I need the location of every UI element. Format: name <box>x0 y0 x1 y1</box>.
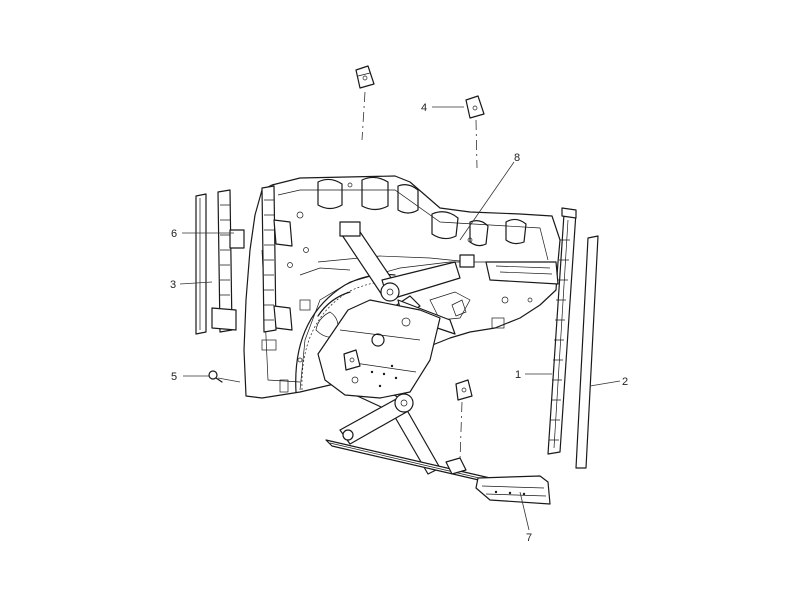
left-guide-strip <box>195 193 207 335</box>
callout-7: 7 <box>526 532 532 544</box>
callout-4: 4 <box>421 102 427 114</box>
leader-5 <box>183 375 241 383</box>
callout-2: 2 <box>622 376 628 388</box>
clip-lower-right <box>455 379 473 401</box>
callout-5: 5 <box>171 371 177 383</box>
right-guide-rail <box>547 207 577 455</box>
clip-top-right <box>465 95 485 119</box>
clip-top-left <box>355 65 375 89</box>
screw <box>208 370 223 383</box>
right-seal-strip <box>575 235 599 469</box>
left-guide-rail <box>211 189 245 333</box>
regulator-arms <box>317 221 475 475</box>
callout-8: 8 <box>514 152 520 164</box>
callout-6: 6 <box>171 228 177 240</box>
centerline-clip-top-left <box>361 91 366 141</box>
leader-7 <box>519 491 530 531</box>
callout-3: 3 <box>170 279 176 291</box>
leader-2 <box>589 380 621 387</box>
centerline-clip-top-right <box>475 119 478 169</box>
leader-3 <box>179 281 213 285</box>
callout-1: 1 <box>515 369 521 381</box>
clip-center <box>343 349 361 371</box>
leader-8 <box>459 161 515 241</box>
lower-guide-rail <box>325 439 551 505</box>
centerline-clip-lower <box>459 401 463 461</box>
panel-rail-left <box>261 185 293 333</box>
